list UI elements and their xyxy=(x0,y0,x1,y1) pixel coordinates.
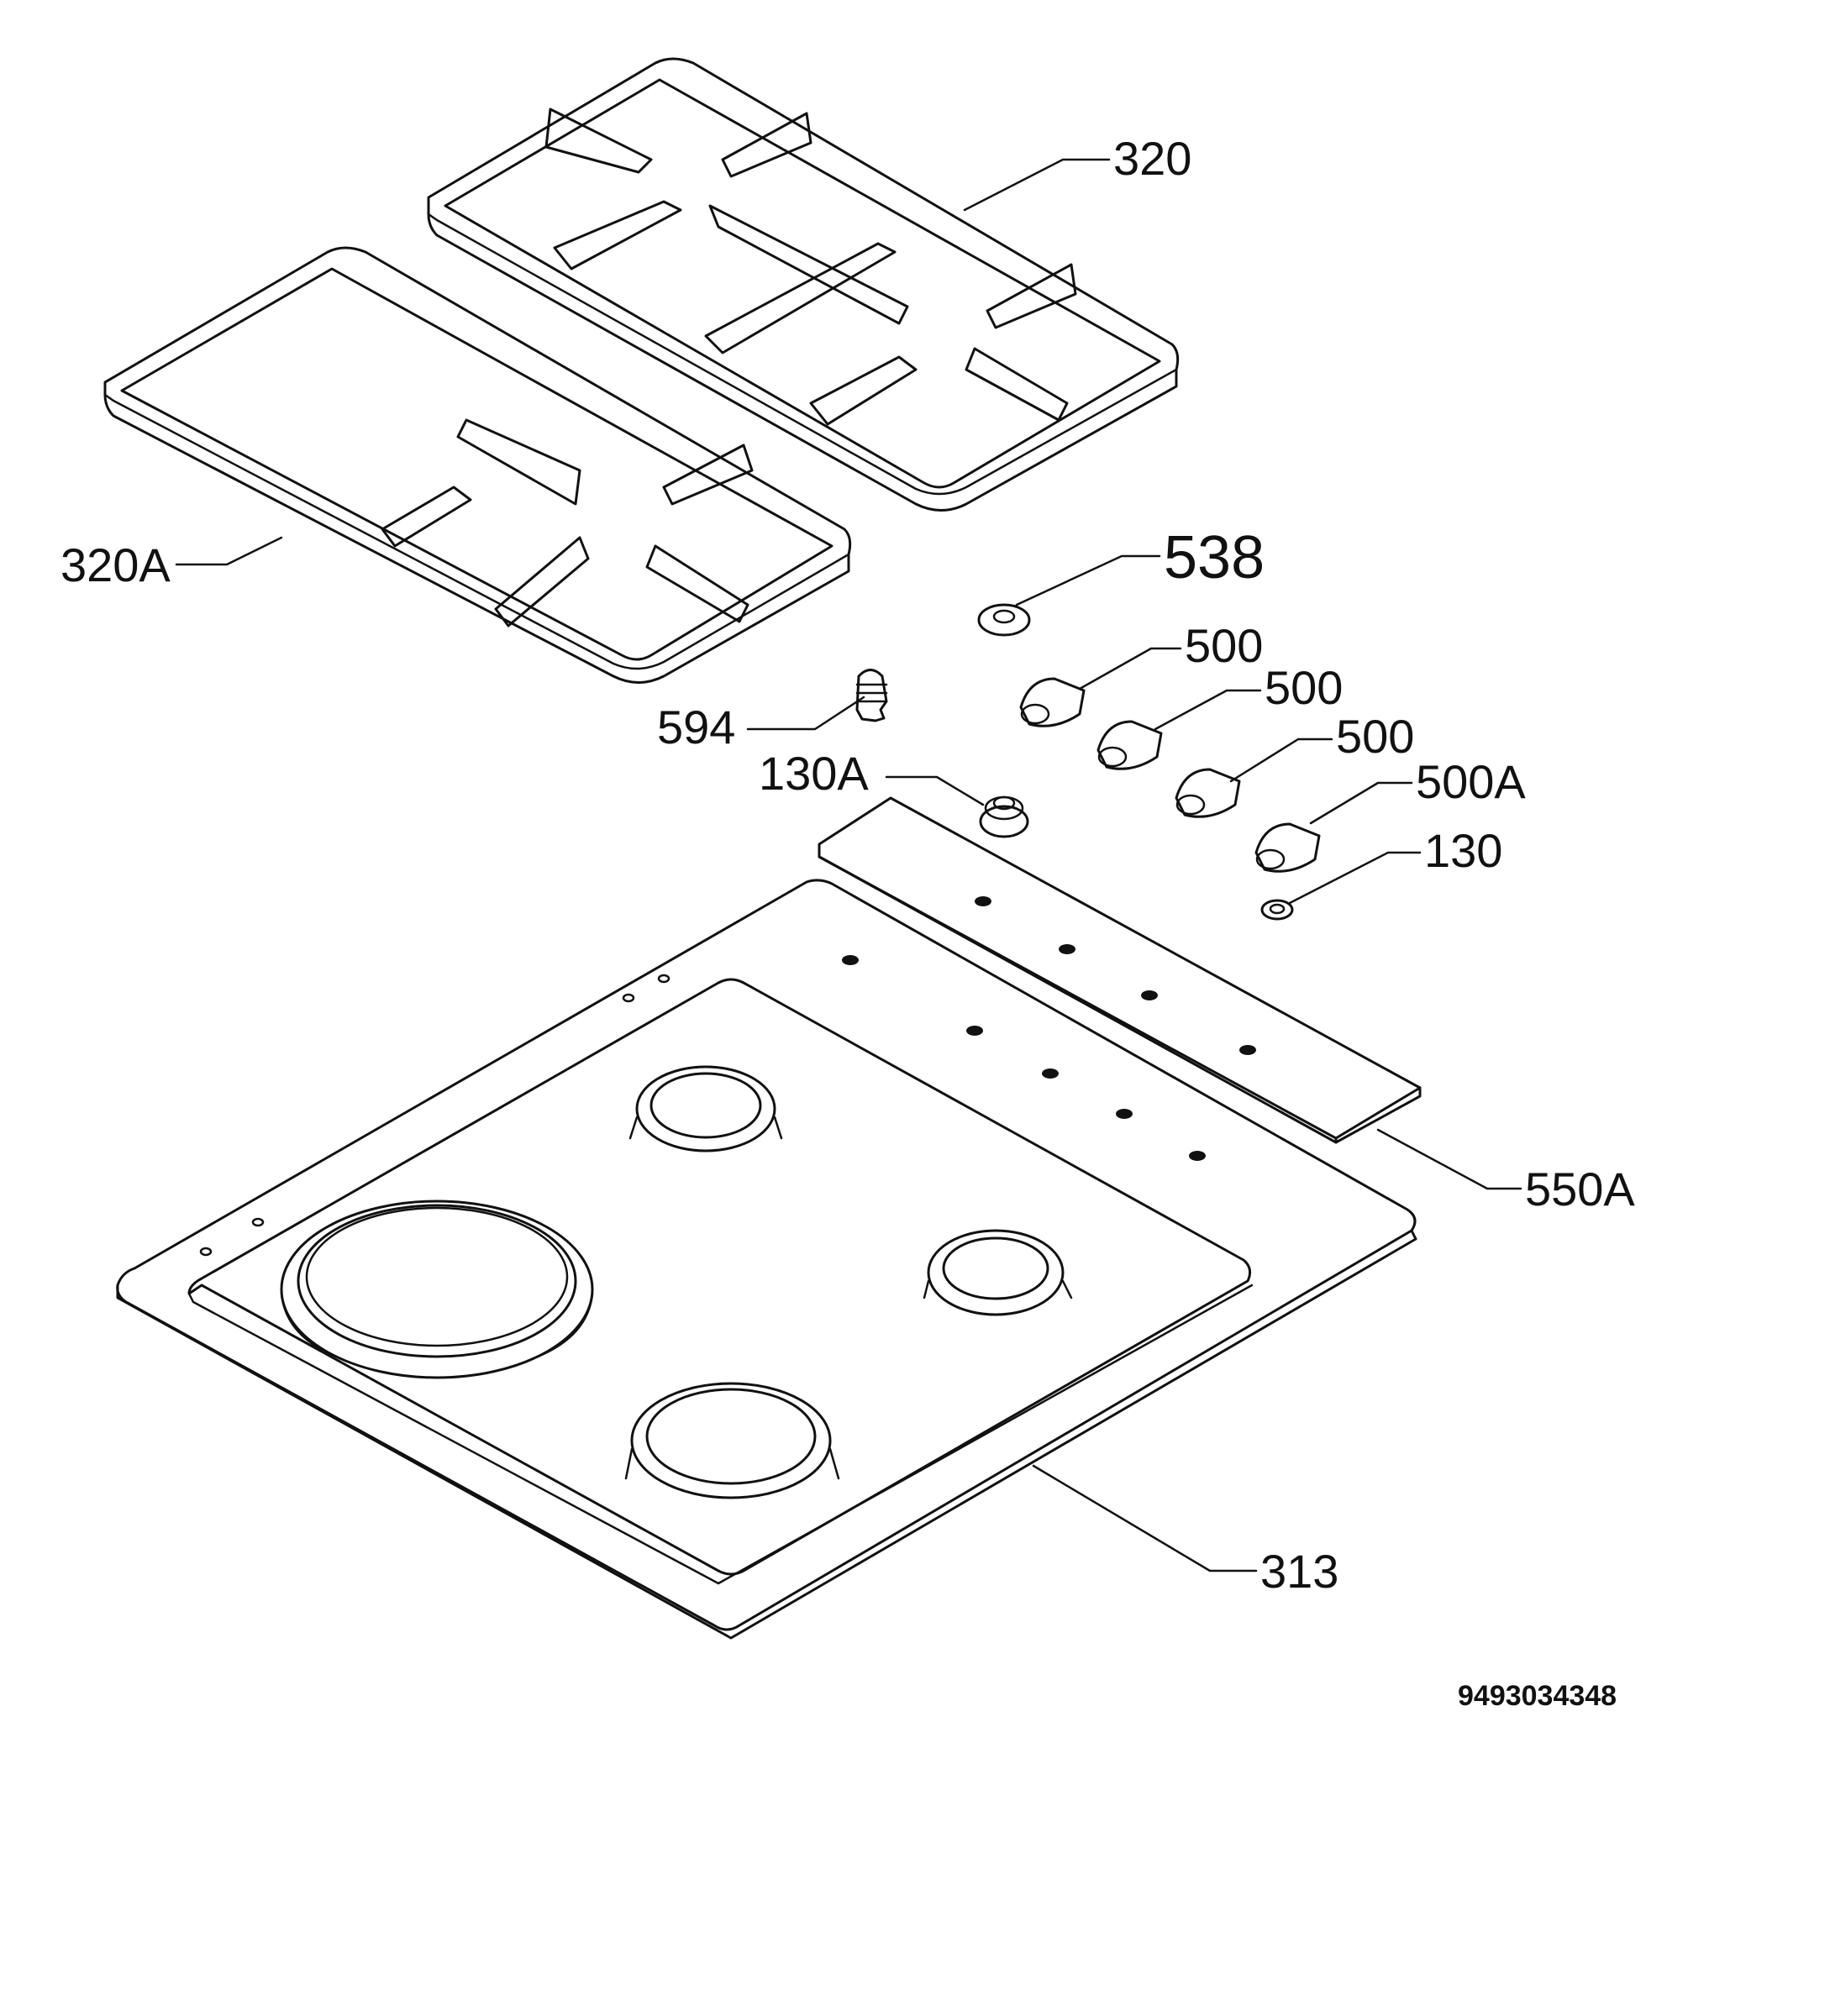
part-labels: 320 320A 538 500 500 500 500A 130 130A 5… xyxy=(60,132,1635,1712)
hob-top-313 xyxy=(116,879,1417,1640)
control-strip-550A xyxy=(818,796,1422,1144)
pan-support-320 xyxy=(427,57,1180,512)
label-130: 130 xyxy=(1424,824,1502,877)
label-550A: 550A xyxy=(1525,1163,1635,1215)
label-313: 313 xyxy=(1260,1545,1338,1598)
label-320: 320 xyxy=(1113,132,1191,185)
label-320A: 320A xyxy=(60,538,171,591)
reference-number: 9493034348 xyxy=(1458,1680,1617,1712)
label-538: 538 xyxy=(1164,524,1265,591)
label-594: 594 xyxy=(657,701,735,753)
label-130A: 130A xyxy=(759,747,869,800)
label-500-2: 500 xyxy=(1265,661,1343,714)
leader-lines xyxy=(175,158,1522,1572)
label-500-3: 500 xyxy=(1336,710,1414,763)
label-500A: 500A xyxy=(1416,755,1526,808)
control-knob-500-1 xyxy=(1019,677,1086,727)
pan-support-320A xyxy=(103,246,852,684)
bezel-ring-130 xyxy=(1260,899,1294,921)
burner-cap-538 xyxy=(977,603,1031,637)
bezel-ring-130A xyxy=(979,795,1029,838)
control-knob-500-2 xyxy=(1096,720,1163,770)
label-500-1: 500 xyxy=(1185,619,1263,672)
control-knob-500A xyxy=(1254,822,1321,873)
control-knob-500-3 xyxy=(1175,768,1241,818)
igniter-594 xyxy=(855,669,888,722)
